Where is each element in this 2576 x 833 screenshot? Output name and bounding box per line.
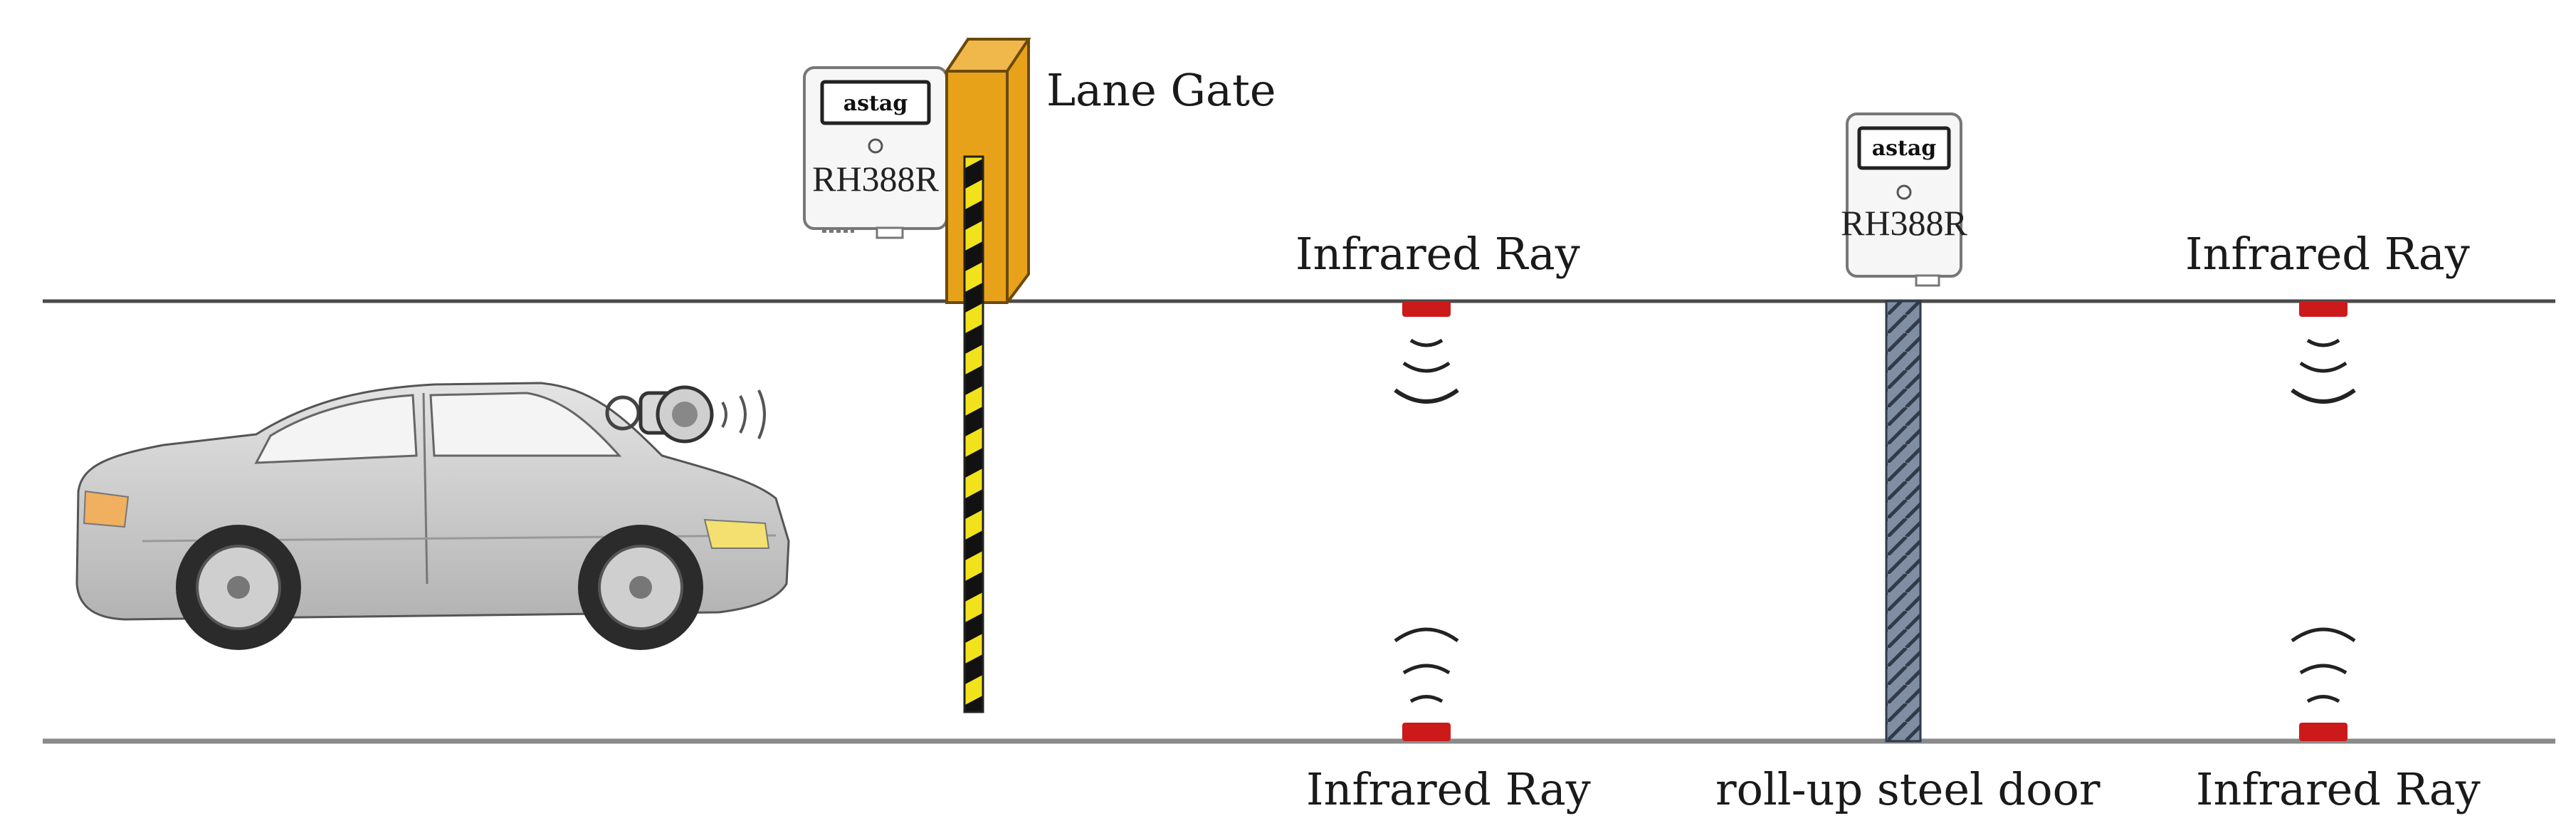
- rfid-reader-2: astag RH388R: [1841, 112, 1968, 287]
- reader-1-model: RH388R: [812, 159, 939, 199]
- ir-top-2-label: Infrared Ray: [2185, 228, 2470, 280]
- reader-2-brand: astag: [1872, 136, 1937, 161]
- infrared-sensor-icon: [2299, 301, 2348, 317]
- infrared-sensor-top-1: [1394, 301, 1459, 404]
- infrared-sensor-bottom-2: [2291, 627, 2356, 741]
- lane-gate-label: Lane Gate: [1046, 64, 1276, 116]
- rfid-reader-1: astag RH388R: [803, 66, 948, 239]
- infrared-sensor-icon: [2299, 723, 2348, 741]
- ir-bottom-1-label: Infrared Ray: [1306, 763, 1591, 815]
- infrared-sensor-icon: [1402, 301, 1451, 317]
- reader-1-brand: astag: [843, 91, 908, 116]
- steel-door-label: roll-up steel door: [1715, 763, 2101, 815]
- roll-up-steel-door: [1885, 300, 1922, 743]
- reader-2-model: RH388R: [1841, 203, 1967, 243]
- gate-barrier-arm: [963, 155, 984, 713]
- car-icon: [75, 382, 790, 650]
- lane-gate: [944, 38, 1031, 713]
- infrared-sensor-top-2: [2291, 301, 2356, 404]
- ir-bottom-2-label: Infrared Ray: [2196, 763, 2481, 815]
- rfid-tag-icon: [605, 385, 766, 444]
- ir-top-1-label: Infrared Ray: [1295, 228, 1580, 280]
- infrared-sensor-icon: [1402, 723, 1451, 741]
- infrared-sensor-bottom-1: [1394, 627, 1459, 741]
